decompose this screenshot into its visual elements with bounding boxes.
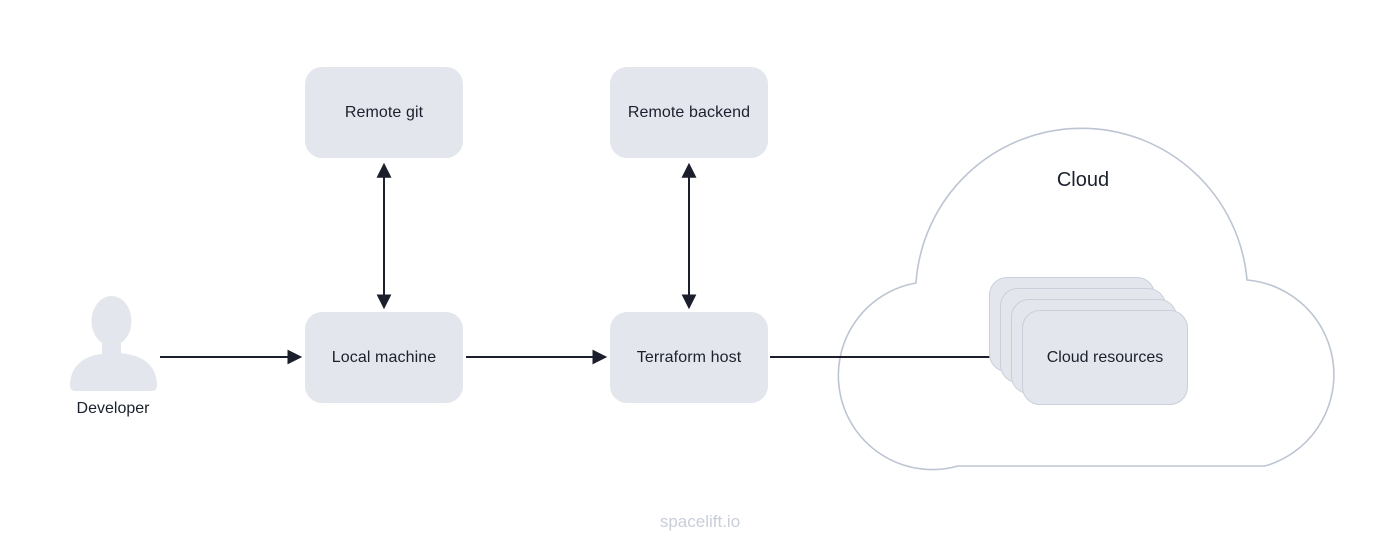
developer-label: Developer: [76, 400, 150, 417]
node-remote-git-label: Remote git: [344, 103, 424, 121]
node-local-machine: Local machine: [305, 312, 463, 403]
connection-arrows: [160, 162, 1021, 365]
watermark: spacelift.io: [659, 512, 741, 531]
node-cloud-resources-label: Cloud resources: [1046, 348, 1164, 366]
node-local-machine-label: Local machine: [331, 348, 437, 366]
node-remote-backend-label: Remote backend: [627, 103, 751, 121]
cloud-title: Cloud: [1056, 169, 1110, 191]
node-remote-git: Remote git: [305, 67, 463, 158]
node-terraform-host: Terraform host: [610, 312, 768, 403]
person-silhouette-icon: [70, 296, 157, 391]
node-remote-backend: Remote backend: [610, 67, 768, 158]
node-cloud-resources: Cloud resources: [1022, 310, 1188, 405]
node-terraform-host-label: Terraform host: [636, 348, 742, 366]
